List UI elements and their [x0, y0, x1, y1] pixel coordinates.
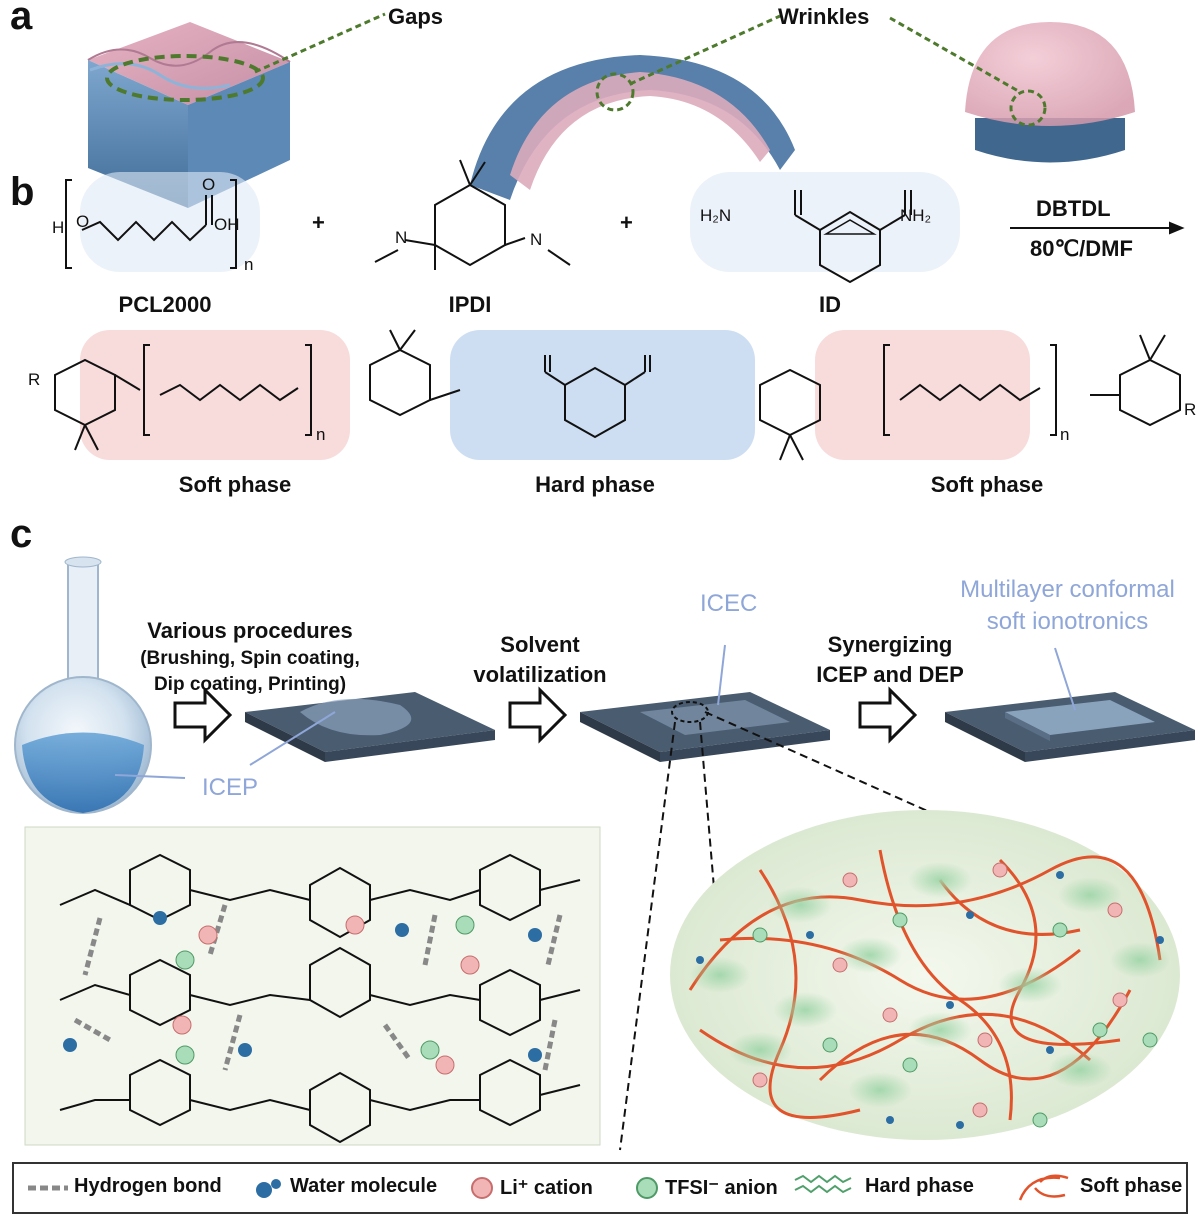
condition-temp: 80℃/DMF [1030, 236, 1133, 261]
step2-line2: volatilization [473, 662, 607, 687]
legend-icons [28, 1174, 1069, 1201]
process-arrows [173, 686, 918, 744]
ipdi-n2: N [530, 230, 543, 249]
gaps-label: Gaps [388, 4, 444, 29]
polymer-network-ellipse [670, 810, 1180, 1140]
step1-sub1: (Brushing, Spin coating, [140, 648, 360, 669]
step1-title: Various procedures [147, 618, 353, 643]
soft-glow-left [80, 330, 350, 460]
wrinkled-sheet [470, 14, 795, 200]
atom-r-left: R [28, 370, 41, 389]
soft-glow-right [815, 330, 1030, 460]
chain-n-right: n [1060, 425, 1070, 444]
icep-label: ICEP [202, 774, 259, 801]
legend-li: Li⁺ cation [500, 1177, 593, 1199]
legend-water: Water molecule [290, 1175, 438, 1197]
gapped-block [87, 12, 386, 208]
legend-tfsi: TFSI⁻ anion [665, 1177, 778, 1199]
flask [14, 556, 152, 814]
substrate-3 [945, 692, 1195, 762]
ions-box [63, 911, 542, 1075]
step3-line2: ICEP and DEP [816, 662, 964, 687]
panel-letter-b: b [10, 170, 35, 214]
id-h2n: H₂N [700, 206, 732, 225]
phase-hard: Hard phase [535, 472, 655, 497]
hard-glow [450, 330, 755, 460]
result-line2: soft ionotronics [986, 608, 1149, 635]
reagent-id: ID [819, 292, 841, 317]
plus-2: + [620, 210, 633, 235]
id-nh2: NH₂ [900, 206, 932, 225]
panel-letter-c: c [10, 512, 33, 556]
atom-o2: O [202, 175, 216, 194]
step1-sub2: Dip coating, Printing) [153, 674, 347, 695]
step2-line1: Solvent [500, 632, 580, 657]
result-line1: Multilayer conformal [960, 576, 1175, 603]
condition-catalyst: DBTDL [1036, 196, 1111, 221]
legend-box [12, 1162, 1188, 1214]
icec-label: ICEC [700, 590, 758, 617]
phase-soft-left: Soft phase [178, 472, 292, 497]
substrate-2 [580, 692, 830, 762]
ipdi-n1: N [395, 228, 408, 247]
atom-n: n [244, 255, 254, 274]
hydrogen-bonds [73, 904, 563, 1071]
panel-letter-a: a [10, 0, 33, 38]
legend-soft: Soft phase [1080, 1175, 1183, 1197]
reagent-ipdi: IPDI [448, 292, 492, 317]
legend-hbond: Hydrogen bond [74, 1175, 222, 1197]
reagent-pcl: PCL2000 [118, 292, 212, 317]
atom-r-right: R [1184, 400, 1197, 419]
legend-hard: Hard phase [865, 1175, 974, 1197]
plus-1: + [312, 210, 325, 235]
atom-oh: OH [214, 215, 240, 234]
atom-o: O [76, 212, 90, 231]
atom-h: H [52, 218, 65, 237]
chain-n-left: n [316, 425, 326, 444]
molecular-network [59, 853, 581, 1144]
phase-soft-right: Soft phase [930, 472, 1044, 497]
step3-line1: Synergizing [827, 632, 953, 657]
substrate-1 [245, 692, 495, 762]
wrinkles-label: Wrinkles [778, 4, 870, 29]
wrinkled-dome [889, 16, 1135, 163]
